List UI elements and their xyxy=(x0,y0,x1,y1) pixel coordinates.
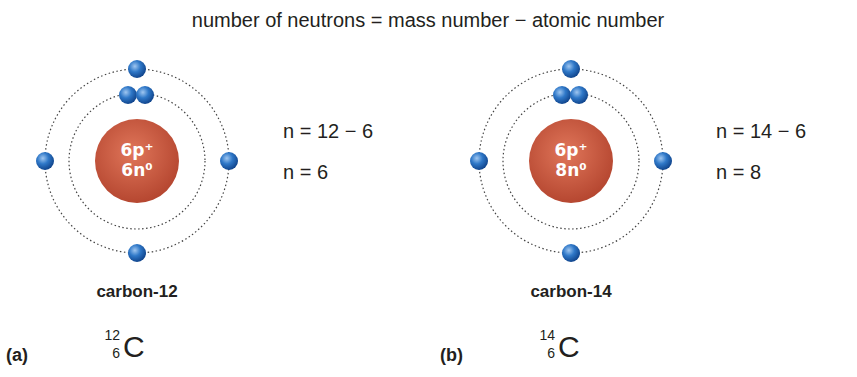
element-symbol: C xyxy=(558,330,580,363)
electron xyxy=(128,60,146,78)
nucleus xyxy=(529,119,613,203)
electron xyxy=(128,244,146,262)
mass-number: 14 xyxy=(539,328,555,343)
formula-heading: number of neutrons = mass number − atomi… xyxy=(192,9,664,31)
outer-orbit xyxy=(45,69,229,253)
particle-count: 8n⁰ xyxy=(555,161,586,181)
carbon-12-atom xyxy=(36,60,238,262)
particle-count: 6p⁺ xyxy=(121,141,154,161)
neutron-calculation: n = 12 − 6 xyxy=(283,120,373,142)
panel-letter: (a) xyxy=(6,346,28,366)
nucleus xyxy=(95,119,179,203)
inner-orbit xyxy=(503,93,639,229)
particle-count: 6p⁺ xyxy=(555,141,588,161)
electron xyxy=(220,152,238,170)
carbon-14-atom xyxy=(470,60,672,262)
electron xyxy=(119,86,137,104)
element-symbol: C xyxy=(123,330,145,363)
electron xyxy=(36,152,54,170)
electron xyxy=(562,60,580,78)
inner-orbit xyxy=(69,93,205,229)
atomic-number: 6 xyxy=(547,346,555,361)
isotope-name: carbon-12 xyxy=(96,283,177,302)
electron xyxy=(470,152,488,170)
outer-orbit xyxy=(479,69,663,253)
electron xyxy=(553,86,571,104)
neutron-calculation: n = 14 − 6 xyxy=(716,120,806,142)
electron xyxy=(136,86,154,104)
panel-letter: (b) xyxy=(440,346,463,366)
electron xyxy=(654,152,672,170)
atomic-number: 6 xyxy=(112,346,120,361)
electron xyxy=(570,86,588,104)
neutron-result: n = 6 xyxy=(283,161,328,183)
neutron-result: n = 8 xyxy=(716,161,761,183)
nucleus-label: 6p⁺8n⁰ xyxy=(529,119,613,203)
nucleus-label: 6p⁺6n⁰ xyxy=(95,119,179,203)
mass-number: 12 xyxy=(104,328,120,343)
isotope-name: carbon-14 xyxy=(530,283,611,302)
electron xyxy=(562,244,580,262)
particle-count: 6n⁰ xyxy=(121,161,152,181)
